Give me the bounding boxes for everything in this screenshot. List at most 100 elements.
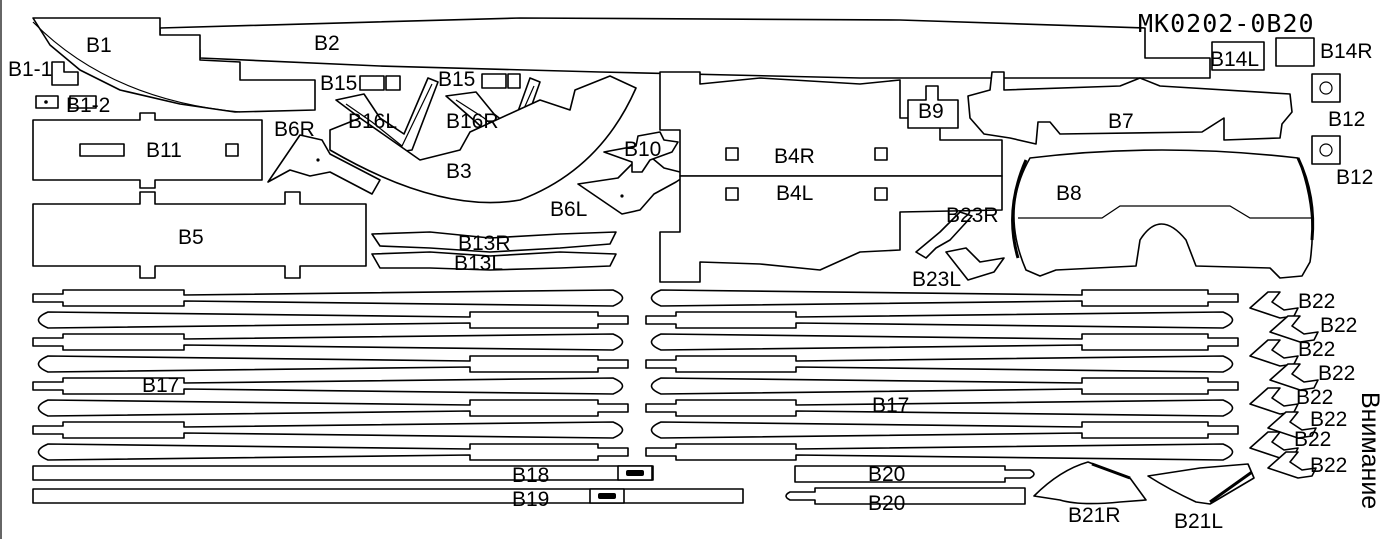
part-b17-strip <box>645 399 1234 417</box>
label-b22-8: B22 <box>1310 454 1347 477</box>
label-b22-3: B22 <box>1298 338 1335 361</box>
part-b15-left <box>359 75 401 91</box>
label-b14l: B14L <box>1210 48 1259 71</box>
part-b12-bottom <box>1311 135 1341 165</box>
part-b1-1 <box>51 61 79 86</box>
part-b20-top <box>794 465 1035 483</box>
part-b22 <box>1249 339 1299 367</box>
label-b22-7: B22 <box>1294 428 1331 451</box>
part-b13l <box>371 251 617 271</box>
label-b17-left: B17 <box>142 374 179 397</box>
part-b19 <box>32 488 744 504</box>
part-b22 <box>1269 363 1319 391</box>
part-b4l <box>659 175 1003 283</box>
part-b5 <box>32 191 367 279</box>
label-b13l: B13L <box>454 252 503 275</box>
part-b17-strip <box>645 311 1234 329</box>
part-b8-edge-left <box>1011 159 1028 259</box>
label-b22-1: B22 <box>1298 290 1335 313</box>
label-b7: B7 <box>1108 110 1134 133</box>
part-b21r <box>1033 461 1147 505</box>
part-b23l <box>945 247 1005 281</box>
part-b10 <box>603 131 679 173</box>
part-b17-strip <box>650 289 1239 307</box>
label-b15-left: B15 <box>320 72 357 95</box>
part-b16l-inner <box>345 83 433 147</box>
label-b1: B1 <box>86 34 112 57</box>
part-b17-strip <box>37 355 629 373</box>
part-b17-strip <box>37 311 629 329</box>
part-b17-strip <box>32 289 624 307</box>
label-b8: B8 <box>1056 182 1082 205</box>
part-b12-top-hole <box>1319 81 1333 95</box>
part-b17-strip <box>650 377 1239 395</box>
label-b22-6: B22 <box>1310 408 1347 431</box>
label-b11: B11 <box>146 139 182 162</box>
part-b17-strip <box>645 443 1234 461</box>
part-b14r <box>1275 37 1315 67</box>
label-b6r: B6R <box>274 118 315 141</box>
label-b20-bottom: B20 <box>868 492 905 515</box>
part-b1-curve <box>32 21 241 113</box>
label-b22-2: B22 <box>1320 314 1357 337</box>
label-b6l: B6L <box>550 198 587 221</box>
label-b23r: B23R <box>946 204 999 227</box>
sheet-code: MK0202-0B20 <box>1138 9 1315 38</box>
part-b1-2b <box>69 95 97 109</box>
part-b22 <box>1249 291 1299 319</box>
label-b20-top: B20 <box>868 463 905 486</box>
part-b3 <box>329 75 637 204</box>
part-b22-group <box>1249 291 1319 479</box>
part-b8-fold <box>1018 205 1312 219</box>
label-b17-right: B17 <box>872 394 909 417</box>
label-b22-5: B22 <box>1296 386 1333 409</box>
part-b17-strips <box>32 289 1239 461</box>
label-b12-top: B12 <box>1328 108 1365 131</box>
part-b11-hole <box>225 143 239 157</box>
label-b1-1: B1-1 <box>8 58 52 81</box>
part-b23r <box>915 211 973 259</box>
part-b17-strip <box>32 377 624 395</box>
part-b17-strip <box>650 333 1239 351</box>
part-b6r <box>267 134 381 195</box>
part-b17-strip <box>32 333 624 351</box>
part-b7 <box>967 71 1293 145</box>
part-b8 <box>1013 149 1314 279</box>
part-b22 <box>1267 451 1317 479</box>
label-b15-right: B15 <box>438 68 475 91</box>
label-b4l: B4L <box>776 182 813 205</box>
part-b15-right <box>481 73 521 89</box>
part-b17-strip <box>37 443 629 461</box>
part-b18 <box>32 465 654 481</box>
label-b22-4: B22 <box>1318 362 1355 385</box>
label-b9: B9 <box>918 100 944 123</box>
label-b23l: B23L <box>912 268 961 291</box>
label-b19: B19 <box>512 488 549 511</box>
part-b12-bottom-hole <box>1319 143 1333 157</box>
label-b16l: B16L <box>348 110 397 133</box>
label-b12-bottom: B12 <box>1336 166 1373 189</box>
label-b21l: B21L <box>1174 510 1223 533</box>
label-b13r: B13R <box>458 232 511 255</box>
part-b11-slot <box>79 143 125 157</box>
part-b20-bottom <box>785 487 1026 505</box>
part-b8-edge-right <box>1296 157 1315 241</box>
label-b3: B3 <box>446 160 472 183</box>
part-b17-strip <box>37 399 629 417</box>
part-b13r <box>371 231 617 253</box>
label-b4r: B4R <box>774 145 815 168</box>
part-b12-top <box>1311 73 1341 103</box>
part-b9 <box>907 85 959 129</box>
part-b1-2-hole <box>44 100 48 104</box>
label-b10: B10 <box>624 138 661 161</box>
label-b21r: B21R <box>1068 504 1121 527</box>
part-b17-strip <box>645 355 1234 373</box>
label-b16r: B16R <box>446 110 499 133</box>
attention-note: Внимание <box>1356 392 1384 509</box>
label-b1-2: B1-2 <box>66 94 110 117</box>
label-b2: B2 <box>314 32 340 55</box>
part-b22 <box>1269 315 1319 343</box>
part-b1 <box>32 17 316 113</box>
